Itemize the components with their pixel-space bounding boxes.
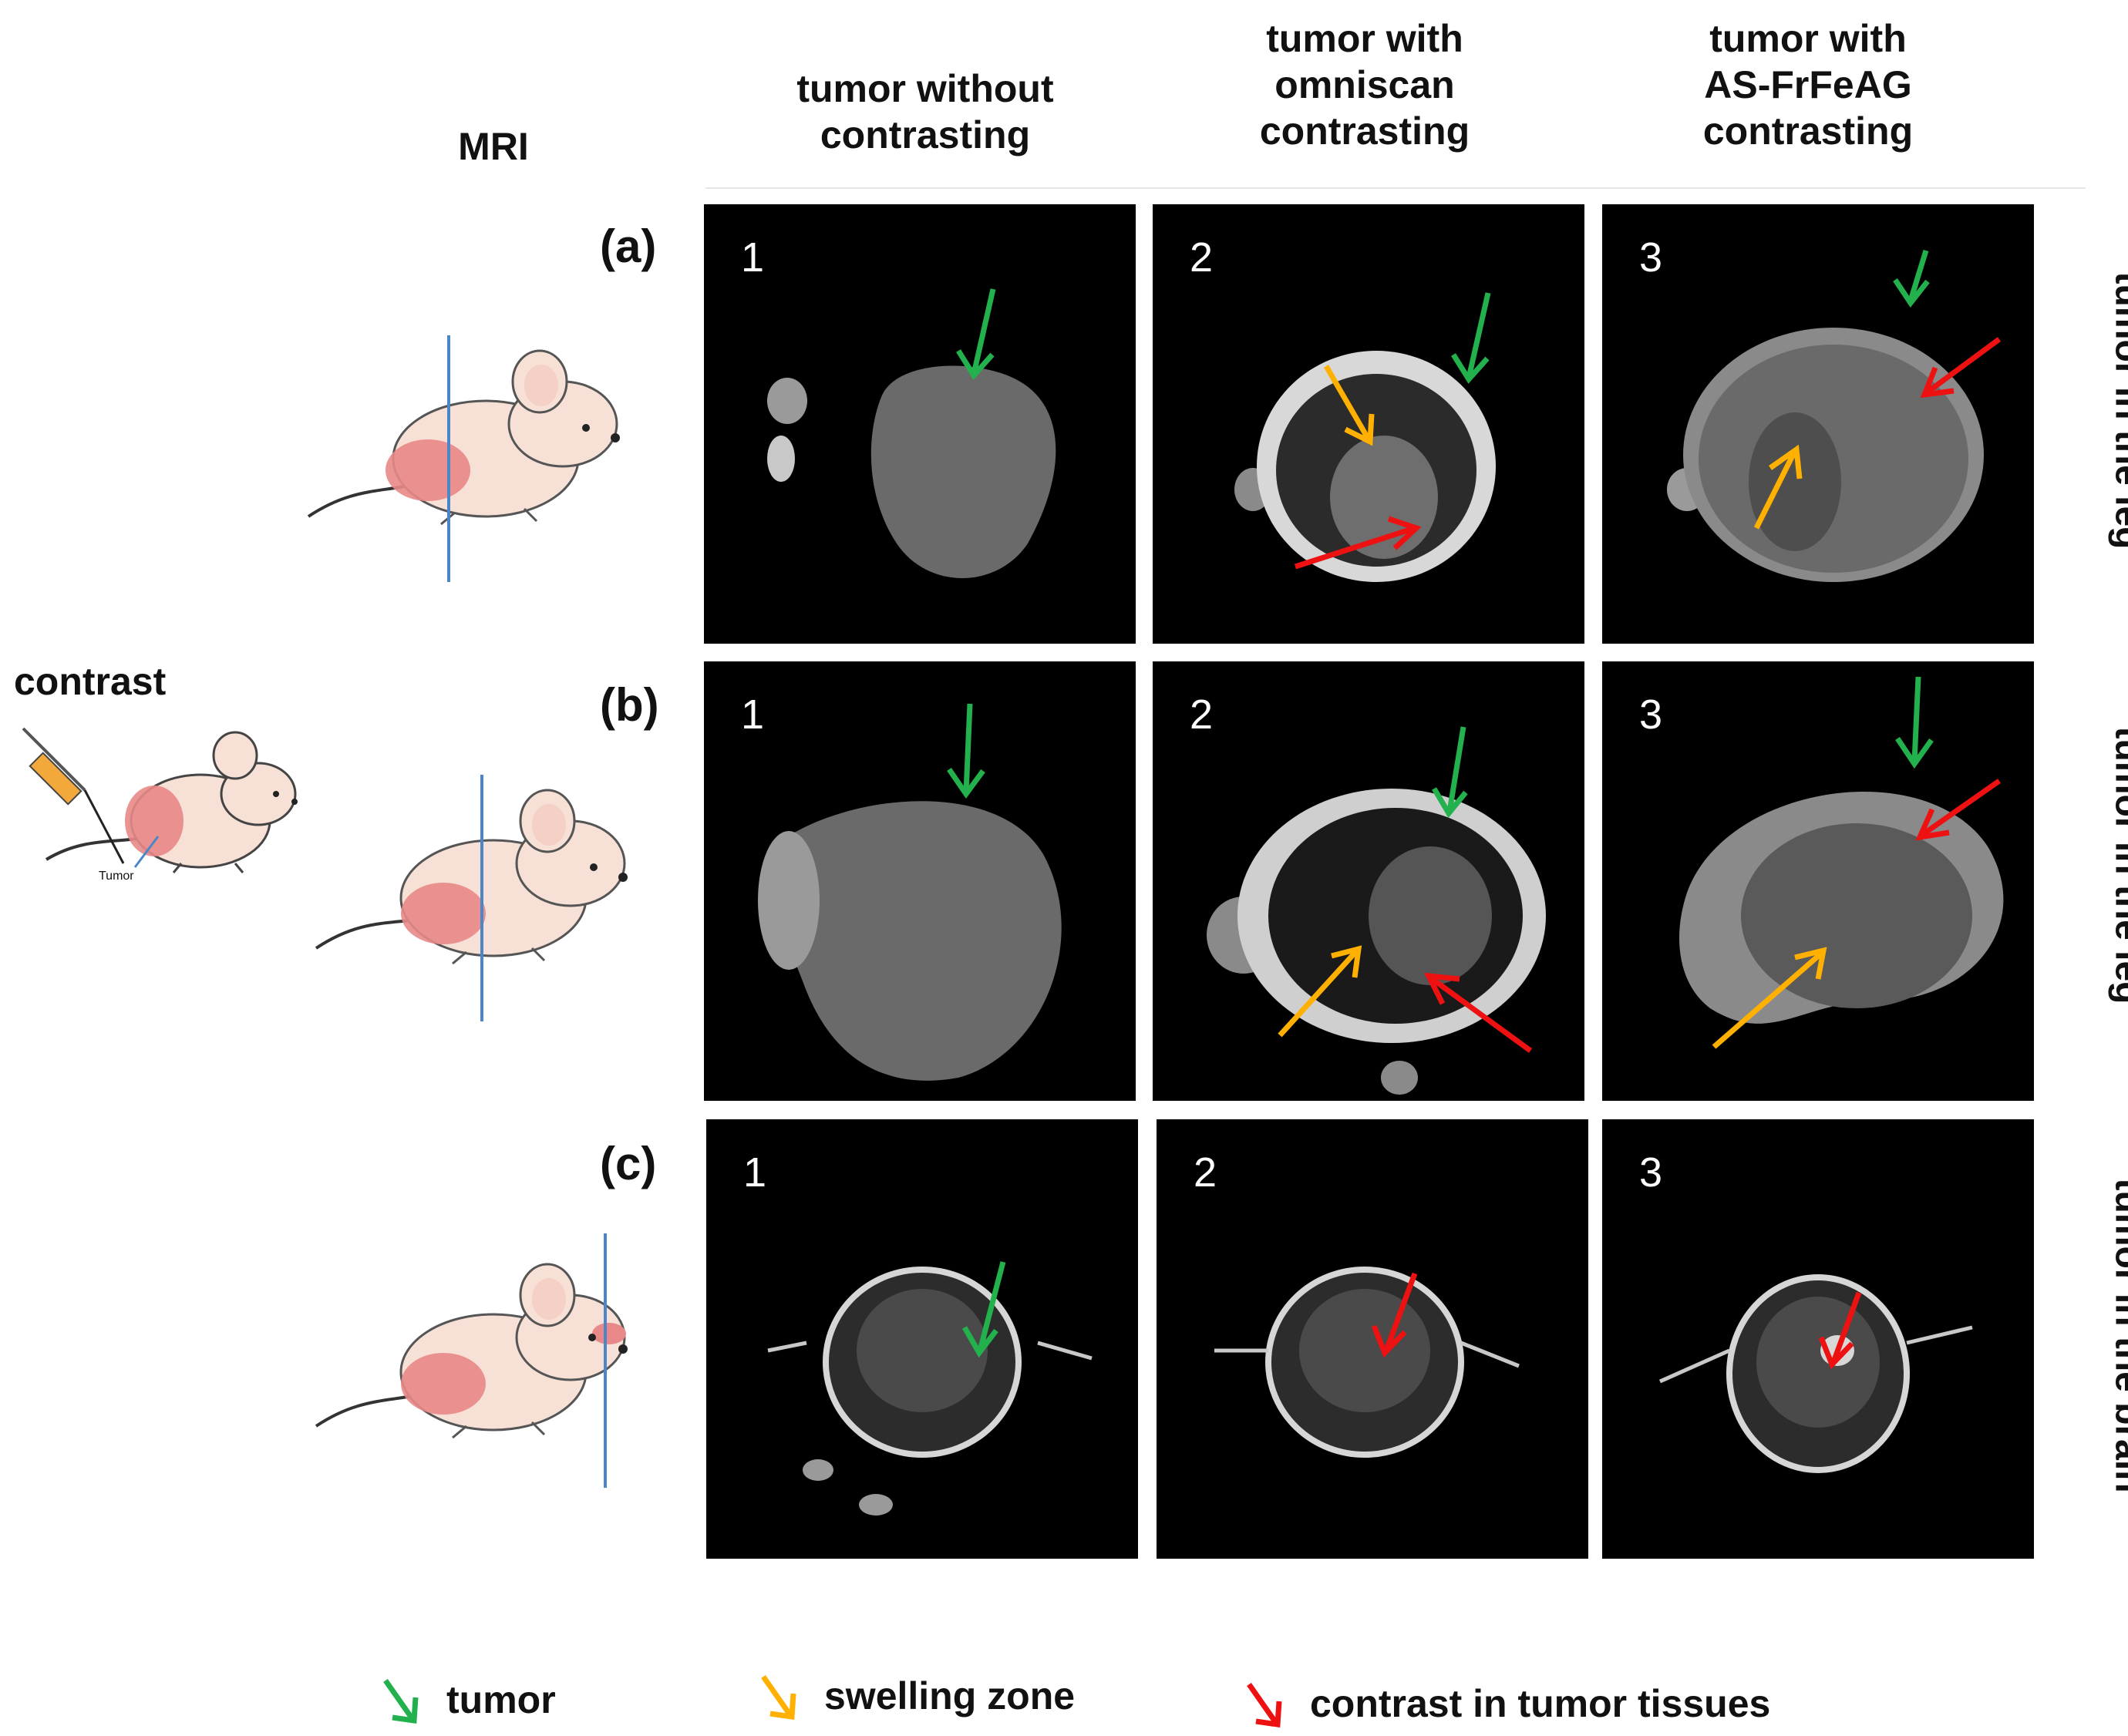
mri-panel-a3: 3 (1602, 204, 2034, 644)
side-label-a: tumor in the leg (2107, 271, 2128, 550)
mri-panel-c3: 3 (1602, 1119, 2034, 1559)
tumor-small-label: Tumor (99, 870, 134, 883)
side-label-b: tumor in the leg (2107, 726, 2128, 1004)
yellow-arrow (1278, 945, 1362, 1038)
green-arrow (956, 288, 996, 380)
mouse-diagram-c (315, 1233, 628, 1488)
legend-label: tumor (446, 1678, 556, 1721)
column-header-2: tumor with omniscan contrasting (1259, 17, 1470, 153)
mri-header: MRI (458, 125, 529, 168)
row-label-a: (a) (600, 220, 657, 272)
contrast-mouse-illustration (22, 727, 298, 873)
mri-scan-image (1234, 292, 1496, 582)
panel-number: 1 (741, 234, 765, 281)
green-arrow (961, 1261, 1006, 1358)
panel-number: 2 (1190, 691, 1214, 738)
yellow-arrow-icon (761, 1674, 796, 1720)
yellow-arrow (1712, 947, 1827, 1049)
mri-scan-image (1658, 1274, 1973, 1473)
red-arrow-icon (1247, 1682, 1282, 1728)
panel-number: 1 (741, 691, 765, 738)
header-divider (705, 187, 2086, 189)
mri-panel-b2: 2 (1153, 661, 1584, 1101)
panel-number: 2 (1194, 1149, 1217, 1196)
yellow-arrow (1753, 444, 1803, 530)
mri-scan-image (1214, 1267, 1520, 1458)
green-arrow (1895, 676, 1934, 769)
legend-item-contrast: contrast in tumor tissues (1245, 1677, 1770, 1731)
panel-number: 1 (743, 1149, 767, 1196)
mri-scan-image (1207, 726, 1546, 1095)
mouse-diagram-b (315, 775, 628, 1021)
mri-panel-c1: 1 (706, 1119, 1138, 1559)
red-arrow (1915, 779, 2002, 841)
green-arrow (947, 703, 985, 799)
green-arrow (1893, 249, 1930, 308)
panel-number: 2 (1190, 234, 1214, 281)
row-label-c: (c) (600, 1138, 657, 1189)
mri-panel-b1: 1 (704, 661, 1136, 1101)
yellow-arrow (1323, 365, 1375, 446)
red-arrow (1371, 1272, 1418, 1358)
green-arrow-icon (383, 1678, 419, 1724)
mri-panel-b3: 3 (1602, 661, 2034, 1101)
red-arrow (1920, 337, 2002, 399)
mri-panel-a1: 1 (704, 204, 1136, 644)
column-header-3: tumor with AS-FrFeAG contrasting (1702, 17, 1914, 153)
legend-label: contrast in tumor tissues (1310, 1682, 1771, 1725)
contrast-label: contrast (14, 660, 167, 703)
mri-scan-image (767, 288, 1056, 578)
legend-item-swelling-zone: swelling zone (759, 1669, 1075, 1723)
mri-scan-image (1679, 676, 2004, 1049)
legend-item-tumor: tumor (382, 1673, 556, 1727)
red-arrow (1294, 516, 1422, 570)
mri-panel-a2: 2 (1153, 204, 1584, 644)
mri-panel-c2: 2 (1157, 1119, 1588, 1559)
red-arrow (1424, 972, 1533, 1053)
green-arrow (1451, 292, 1491, 384)
red-arrow (1818, 1291, 1862, 1370)
mouse-diagram-a (307, 335, 620, 582)
panel-number: 3 (1639, 234, 1663, 281)
panel-number: 3 (1639, 1149, 1663, 1196)
row-label-b: (b) (600, 679, 659, 731)
mri-scan-image (1667, 249, 2002, 582)
column-header-1: tumor without contrasting (796, 67, 1054, 156)
green-arrow (1431, 726, 1468, 819)
side-label-c: tumor in the brain (2107, 1178, 2128, 1493)
panel-number: 3 (1639, 691, 1663, 738)
mri-scan-image (758, 703, 1062, 1081)
legend-label: swelling zone (824, 1674, 1076, 1717)
mri-scan-image (767, 1261, 1093, 1516)
